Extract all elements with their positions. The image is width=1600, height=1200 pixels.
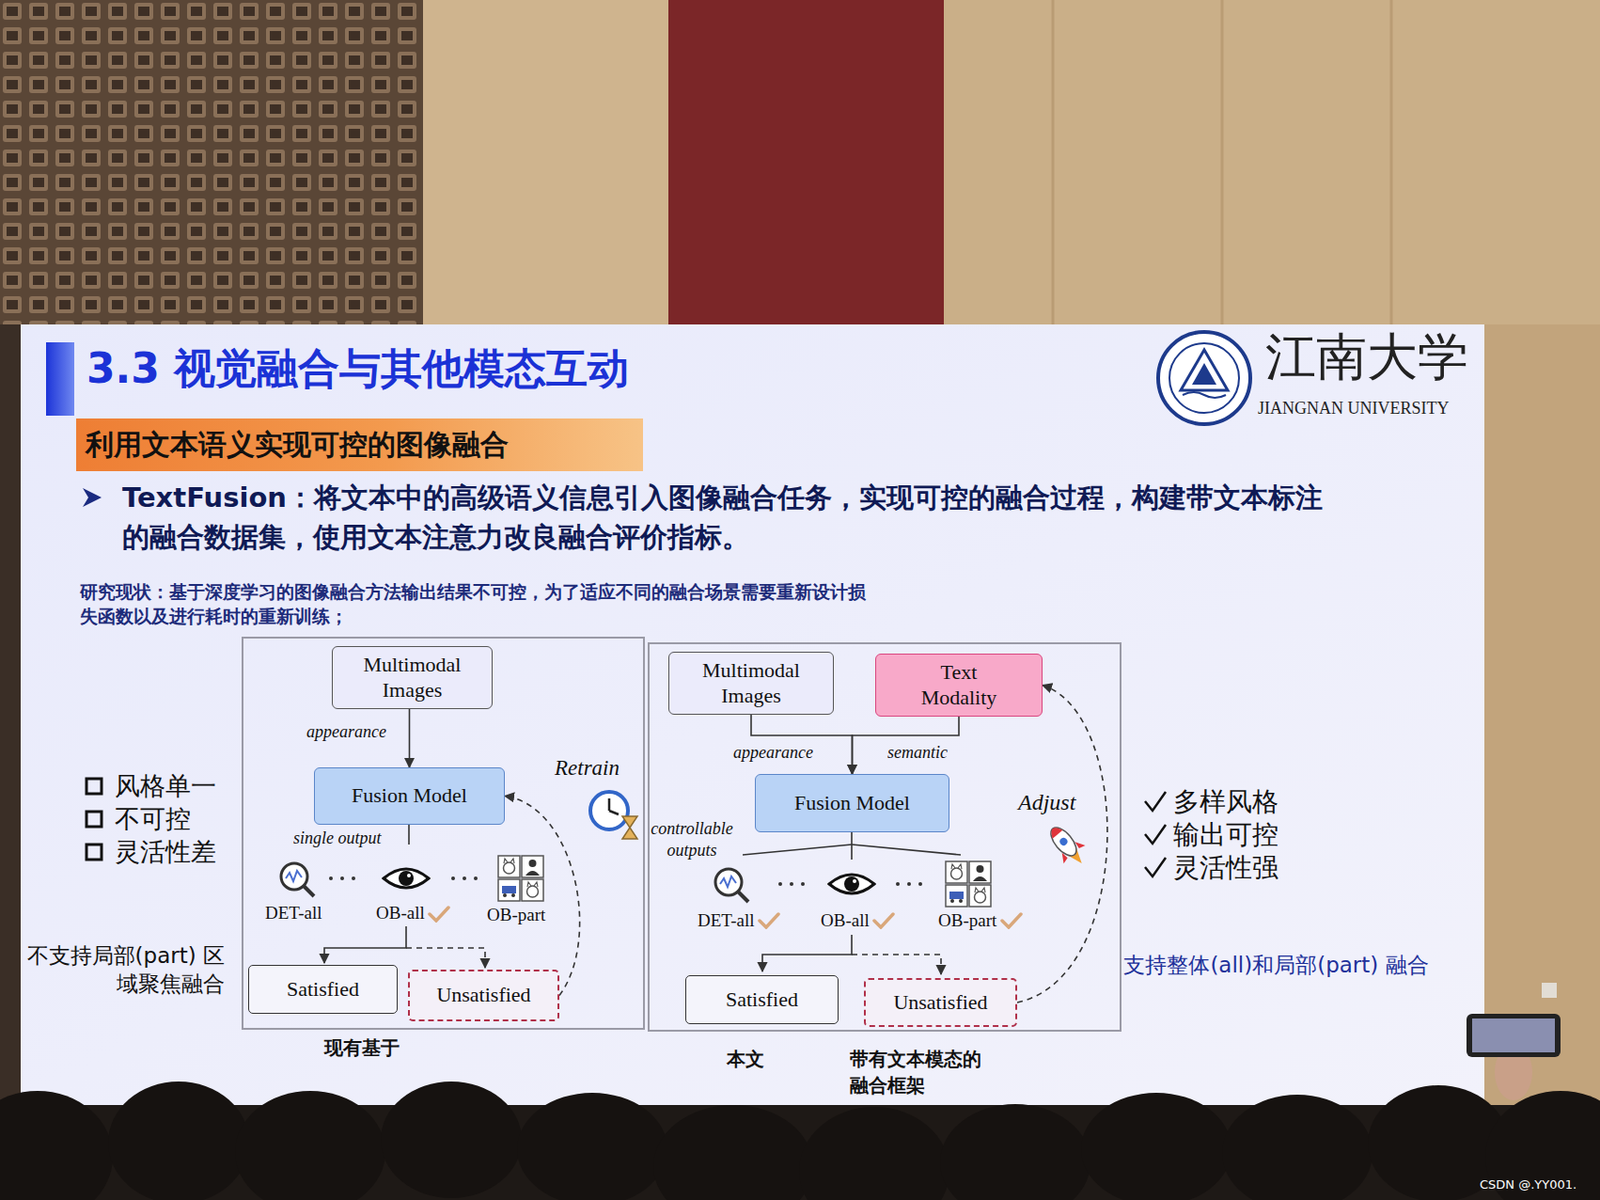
title-bar — [46, 342, 75, 416]
edge-label: appearance — [306, 721, 387, 743]
flow-label: controllable outputs — [648, 817, 736, 861]
node-text: Satisfied — [286, 976, 360, 1002]
input-box: Multimodal Images — [331, 645, 493, 709]
caption-fragment: 带有文本模态的 — [849, 1047, 982, 1070]
node-text: Satisfied — [725, 987, 799, 1012]
icon-label: OB-all — [376, 902, 425, 925]
input-box: Multimodal Images — [668, 651, 834, 715]
edge-label: Retrain — [554, 754, 620, 782]
result-box: Satisfied — [685, 974, 839, 1024]
node-text: Text Modality — [907, 659, 1011, 710]
result-box: Satisfied — [248, 964, 398, 1014]
audience — [0, 1081, 1600, 1200]
caption-fragment: 融合框架 — [849, 1073, 926, 1097]
node-text: Unsatisfied — [436, 982, 531, 1007]
con-item: 不可控 — [114, 803, 191, 834]
pro-item: 多样风格 — [1173, 785, 1279, 818]
icon-label: DET-all — [265, 902, 323, 925]
node-text: Fusion Model — [794, 790, 910, 816]
result-box-dashed: Unsatisfied — [407, 969, 560, 1021]
checkboxes — [86, 778, 102, 860]
text-modality-box: Text Modality — [875, 653, 1043, 717]
icon-label: OB-all — [820, 909, 870, 932]
node-text: Unsatisfied — [893, 989, 988, 1015]
con-note: 不支持局部(part) 区域聚焦融合 — [22, 941, 225, 999]
pro-item: 输出可控 — [1173, 818, 1279, 851]
edge-label: semantic — [887, 742, 948, 764]
pro-note: 支持整体(all)和局部(part) 融合 — [1123, 951, 1429, 980]
edge-label: Adjust — [1018, 788, 1076, 816]
left-panel — [242, 637, 644, 1029]
feedback-connector — [1017, 685, 1108, 1004]
university-name-en: JIANGNAN UNIVERSITY — [1257, 398, 1449, 420]
clock-icon — [590, 791, 638, 839]
flow-connector — [408, 708, 411, 768]
flow-label: single output — [293, 828, 382, 849]
node-text: Multimodal Images — [360, 652, 465, 703]
result-box-dashed: Unsatisfied — [863, 977, 1018, 1027]
model-box: Fusion Model — [313, 767, 505, 825]
pro-item: 灵活性强 — [1173, 851, 1279, 884]
slide-title: 3.3 视觉融合与其他模态互动 — [86, 344, 629, 394]
con-item: 风格单一 — [114, 770, 217, 801]
watermark: CSDN @.YY001. — [1479, 1176, 1577, 1193]
caption-fragment: 现有基于 — [324, 1035, 400, 1059]
right-output-lines — [742, 831, 961, 974]
node-text: 利用文本语义实现可控的图像融合 — [85, 427, 509, 462]
feedback-connector — [504, 796, 581, 996]
model-box: Fusion Model — [754, 773, 950, 832]
university-logo — [1158, 331, 1251, 424]
node-text: Fusion Model — [351, 783, 468, 808]
con-item: 灵活性差 — [114, 836, 217, 867]
right-panel — [648, 643, 1121, 1031]
rocket-icon — [1041, 819, 1093, 873]
icon-label: OB-part — [486, 904, 546, 926]
icon-label: OB-part — [938, 909, 997, 932]
node-text: Multimodal Images — [699, 658, 803, 708]
raised-phone — [1466, 1013, 1561, 1100]
slide — [20, 324, 1485, 1105]
section-band: 利用文本语义实现可控的图像融合 — [76, 418, 644, 471]
caption-fragment: 本文 — [726, 1047, 765, 1070]
bullet-text: TextFusion：将文本中的高级语义信息引入图像融合任务，实现可控的融合过程… — [122, 477, 1345, 557]
icon-label: DET-all — [697, 909, 755, 932]
check-marks — [1145, 791, 1166, 877]
flow-connector — [852, 716, 960, 774]
edge-label: appearance — [733, 742, 814, 764]
university-name: 江南大学 — [1265, 327, 1469, 389]
bullet-arrow — [82, 487, 102, 507]
note-text: 研究现状：基于深度学习的图像融合方法输出结果不可控，为了适应不同的融合场景需要重… — [79, 580, 879, 628]
